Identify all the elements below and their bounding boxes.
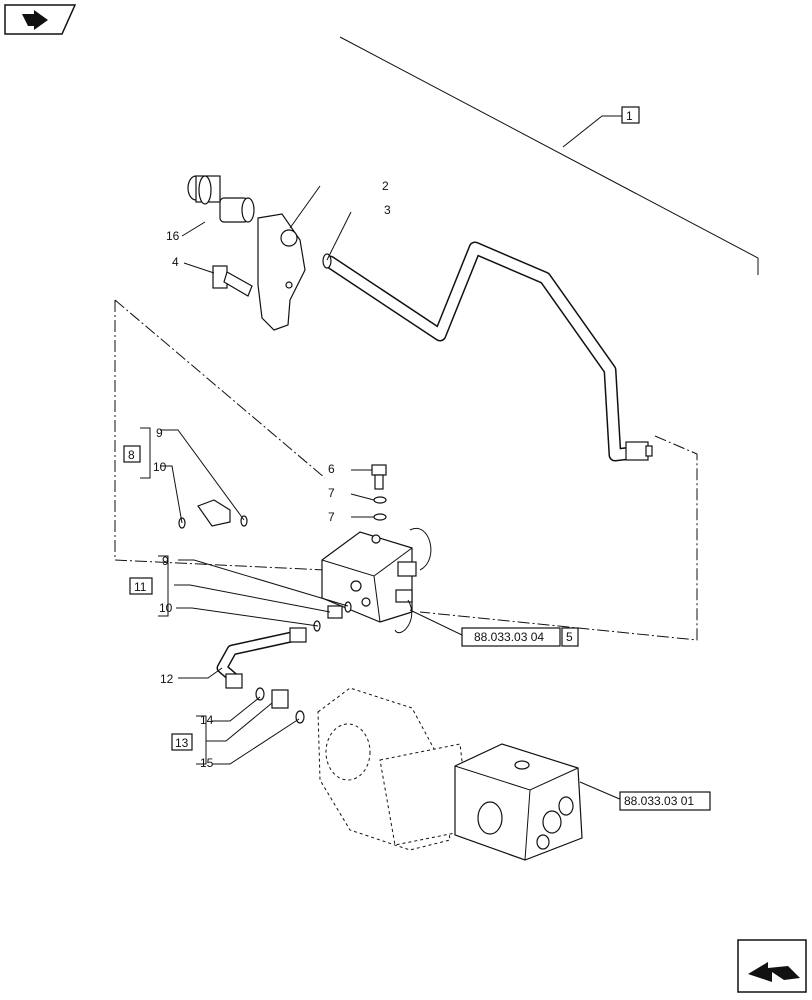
banjo-bolt — [371, 464, 387, 521]
label-9-upper: 9 — [156, 426, 163, 440]
boundary-outline — [114, 299, 698, 641]
label-4: 4 — [172, 255, 179, 269]
label-16: 16 — [166, 229, 180, 243]
fitting-with-seals — [255, 687, 305, 724]
valve-block — [321, 527, 432, 633]
label-2: 2 — [382, 179, 389, 193]
label-12: 12 — [160, 672, 174, 686]
next-page-icon[interactable] — [737, 939, 807, 993]
ref-valve-assembly[interactable]: 88.033.03 01 — [624, 794, 694, 808]
pipe-assembly — [322, 241, 653, 462]
valve-assembly-ghost — [317, 687, 471, 851]
label-8: 8 — [128, 448, 135, 462]
label-9-lower: 9 — [162, 554, 169, 568]
label-11: 11 — [134, 580, 147, 594]
label-10-upper: 10 — [153, 460, 167, 474]
elbow-fitting — [178, 499, 248, 529]
valve-body — [454, 743, 583, 861]
ref-valve-block[interactable]: 88.033.03 04 — [474, 630, 544, 644]
label-5: 5 — [566, 630, 573, 644]
short-pipe — [216, 627, 307, 689]
label-6: 6 — [328, 462, 335, 476]
adapter-fitting — [313, 601, 352, 632]
label-10-lower: 10 — [159, 601, 173, 615]
label-14: 14 — [200, 713, 214, 727]
arrow-icon[interactable] — [4, 4, 77, 35]
label-7-upper: 7 — [328, 486, 335, 500]
bolt — [212, 265, 253, 297]
label-7-lower: 7 — [328, 510, 335, 524]
label-3: 3 — [384, 203, 391, 217]
mounting-bracket — [257, 213, 306, 331]
label-1: 1 — [626, 109, 633, 123]
quick-coupling — [187, 175, 255, 223]
label-15: 15 — [200, 756, 214, 770]
label-13: 13 — [175, 736, 189, 750]
